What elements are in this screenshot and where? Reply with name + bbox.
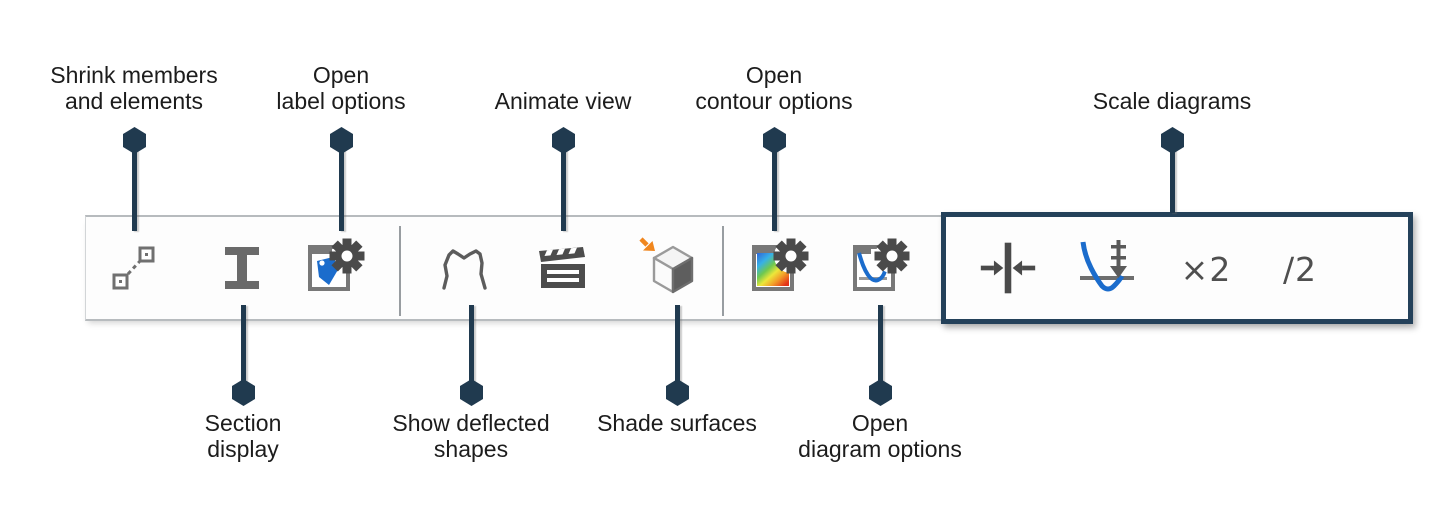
callout-connector-line: [469, 305, 474, 390]
callout-hexagon-marker: [330, 127, 353, 154]
label-tag-gear-icon: [308, 238, 365, 291]
callout-text: Shade surfaces: [597, 410, 757, 436]
callout-connector-line: [561, 146, 566, 231]
callout-hexagon-marker: [869, 379, 892, 406]
callout-hexagon-marker: [460, 379, 483, 406]
shrink-members-icon: [112, 246, 155, 290]
open-diagram-options-button[interactable]: [851, 236, 911, 296]
callout-connector-line: [772, 146, 777, 231]
callout-text: Scale diagrams: [1092, 88, 1252, 114]
toolbar-separator: [722, 226, 724, 316]
diagram-curve-gear-icon: [853, 238, 910, 291]
diagram-measure-arrow-icon: [1080, 240, 1134, 292]
scale-diagrams-highlight-box: [941, 212, 1413, 324]
callout-text: Open contour options: [695, 62, 853, 114]
shade-surfaces-button[interactable]: [636, 234, 700, 298]
section-display-button[interactable]: [218, 244, 266, 292]
show-deflected-shapes-button[interactable]: [438, 242, 490, 294]
callout-text: Open diagram options: [798, 410, 962, 462]
callout-text: Section display: [204, 410, 282, 462]
callout-text: Animate view: [494, 88, 632, 114]
callout-connector-line: [132, 146, 137, 231]
callout-connector-line: [339, 146, 344, 231]
callout-hexagon-marker: [232, 379, 255, 406]
callout-hexagon-marker: [666, 379, 689, 406]
scale-times-2-button[interactable]: ×2: [1180, 250, 1232, 289]
contour-gradient-gear-icon: [752, 238, 809, 291]
shrink-members-button[interactable]: [108, 242, 160, 294]
callout-connector-line: [675, 305, 680, 390]
callout-hexagon-marker: [123, 127, 146, 154]
open-contour-options-button[interactable]: [750, 236, 810, 296]
callout-hexagon-marker: [552, 127, 575, 154]
film-clapper-icon: [539, 247, 585, 288]
toolbar-separator: [399, 226, 401, 316]
callout-text: Shrink members and elements: [50, 62, 218, 114]
scale-divide-2-button[interactable]: /2: [1282, 250, 1318, 289]
callout-connector-line: [878, 305, 883, 390]
compress-arrows-icon: [980, 242, 1036, 294]
animate-view-button[interactable]: [535, 242, 587, 294]
callout-text: Show deflected shapes: [392, 410, 550, 462]
scale-diagram-button[interactable]: [1075, 236, 1139, 300]
open-label-options-button[interactable]: [306, 236, 366, 296]
deflected-frame-icon: [442, 249, 487, 290]
callout-text: Open label options: [276, 62, 406, 114]
callout-connector-line: [241, 305, 246, 390]
callout-hexagon-marker: [763, 127, 786, 154]
scale-to-fit-button[interactable]: [978, 238, 1038, 298]
i-beam-section-icon: [225, 247, 259, 289]
callout-hexagon-marker: [1161, 127, 1184, 154]
shaded-cube-orange-arrow-icon: [639, 237, 694, 294]
callout-connector-line: [1170, 146, 1175, 213]
display-options-toolbar: [85, 215, 1413, 321]
